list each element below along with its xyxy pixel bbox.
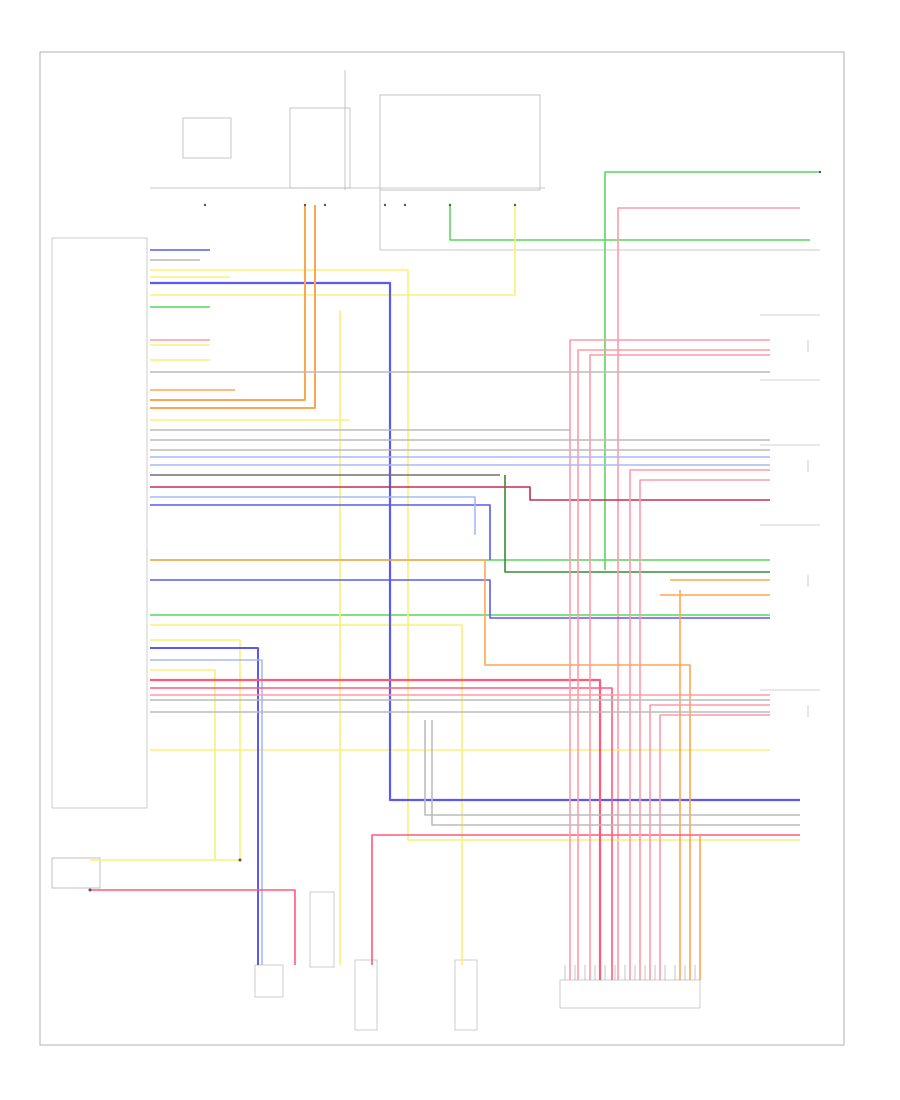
wire-orange-1 — [150, 205, 306, 401]
wire-blue-5 — [150, 659, 263, 965]
wire-pink-5 — [629, 469, 770, 980]
wire-yellow-7 — [150, 669, 216, 860]
wire-red-5 — [150, 486, 770, 501]
wire-yellow-1 — [150, 269, 800, 841]
fuse-relay-block — [150, 70, 820, 251]
blower-motor-box — [51, 857, 101, 889]
wire-pink-6 — [639, 479, 770, 980]
bottom-components — [254, 891, 701, 1031]
wire-pink-7 — [649, 704, 770, 980]
wire-blue-3 — [150, 579, 770, 619]
wire-pink-top — [617, 207, 800, 980]
wire-lightblue-3 — [150, 496, 476, 535]
wire-red-2 — [150, 687, 613, 980]
wire-pink-2 — [569, 339, 770, 980]
wire-green-top — [604, 171, 820, 570]
wire-green-2 — [449, 205, 810, 241]
wire-blue-4 — [150, 647, 259, 965]
wire-yellow-2 — [150, 205, 516, 296]
wire-pink-3 — [577, 349, 770, 980]
wire-gray-7 — [424, 720, 800, 816]
wire-blue-2 — [150, 281, 800, 802]
bottom-connector-pins — [564, 965, 696, 980]
wire-pink-4 — [589, 354, 770, 980]
wire-gray-8 — [431, 720, 800, 826]
wire-pink-8 — [659, 714, 770, 980]
wire-red-4 — [371, 834, 800, 965]
wires — [90, 171, 820, 980]
junction-dots — [88, 170, 822, 892]
control-module-box — [51, 237, 148, 809]
wire-green-6 — [504, 475, 770, 573]
wire-blue-6 — [150, 504, 491, 560]
wire-orange-2 — [150, 205, 316, 409]
diagram-frame — [39, 51, 845, 1046]
wire-yellow-5 — [150, 624, 463, 965]
wire-orange-3 — [150, 559, 691, 980]
wire-red-3 — [90, 889, 296, 965]
right-sensor-brackets — [760, 314, 820, 717]
wire-red-1 — [150, 678, 602, 980]
